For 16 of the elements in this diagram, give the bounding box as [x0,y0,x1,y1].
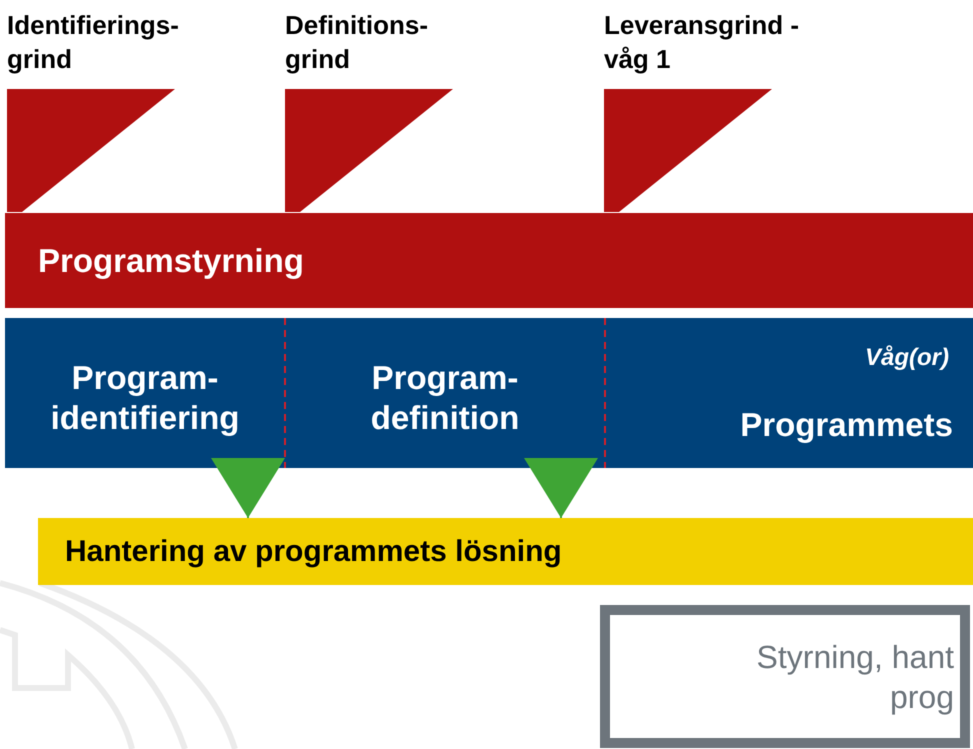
wave-label: Våg(or) [865,343,949,373]
box-label: Styrning, hant prog [756,638,954,716]
gate-heading: Definitions- grind [285,9,429,76]
phase-panel [5,318,285,468]
box-label: Programstyrning [38,240,304,281]
phase-label: Programmets [740,405,953,445]
info-box [600,605,970,748]
solution-bar [38,518,973,585]
arrow [211,458,285,518]
gate-heading: Identifierings- grind [7,9,180,76]
phase-panel [605,318,973,468]
box-label: Program- definition [370,358,520,438]
box-label: Program- identifiering [50,358,240,438]
box-label: Hantering av programmets lösning [65,534,562,570]
gate-heading: Leveransgrind - våg 1 [604,9,800,76]
arrow [524,458,598,518]
